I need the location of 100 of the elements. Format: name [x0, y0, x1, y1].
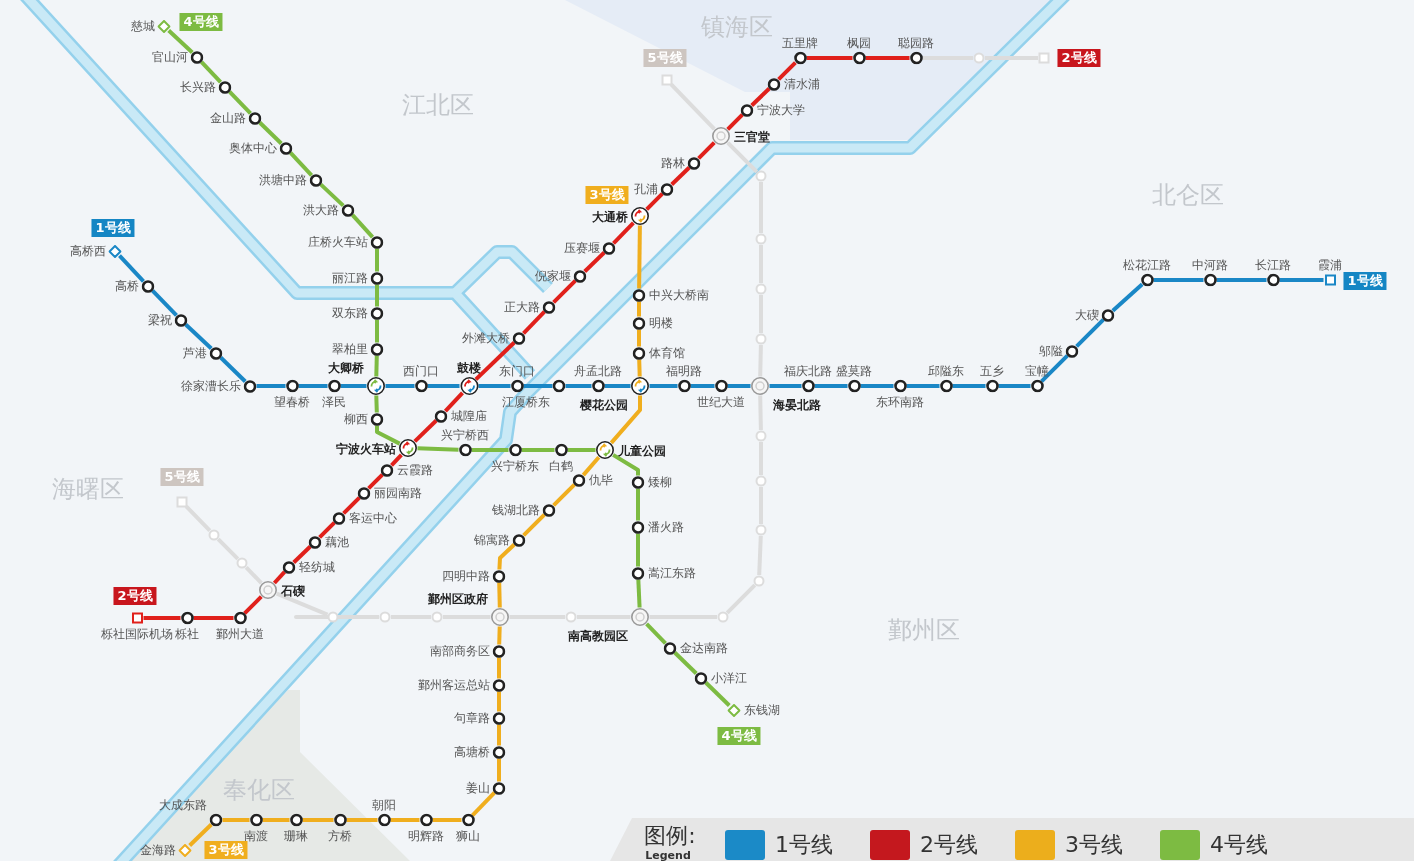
station-icon	[755, 170, 767, 182]
metro-line	[1111, 282, 1144, 313]
station-name: 丽园南路	[373, 486, 422, 500]
station-name: 鄞州区政府	[427, 591, 488, 606]
station-name: 东门口	[499, 363, 535, 378]
metro-line	[151, 289, 178, 317]
metro-line	[497, 543, 516, 570]
station-icon	[431, 611, 443, 623]
station-name: 海晏北路	[772, 397, 821, 412]
station-name: 鄞州大道	[216, 626, 264, 641]
station-name: 南高教园区	[567, 628, 628, 643]
station-name: 福庆北路	[784, 363, 832, 378]
metro-line	[262, 818, 290, 822]
legend-subtitle: Legend	[645, 849, 691, 861]
station-name: 潘火路	[647, 520, 684, 534]
station-icon	[565, 611, 577, 623]
line-badge: 1号线	[91, 219, 135, 237]
station-name: 清水浦	[783, 77, 820, 91]
metro-line	[860, 384, 894, 388]
station-name: 官山河	[151, 50, 188, 64]
station-name: 枫园	[847, 35, 871, 50]
legend-label: 3号线	[1065, 831, 1123, 859]
station-name: 金达南路	[679, 641, 728, 655]
metro-line	[222, 818, 250, 822]
metro-line	[167, 29, 194, 54]
metro-line	[243, 595, 263, 615]
metro-line	[704, 681, 731, 707]
station-name: 芦港	[182, 346, 207, 360]
metro-line	[567, 448, 596, 452]
metro-line	[346, 818, 378, 822]
metro-line	[1075, 318, 1105, 348]
station-name: 外滩大桥	[461, 331, 510, 345]
station-name: 藕池	[324, 535, 349, 549]
metro-line	[390, 453, 403, 467]
station-name: 宁波大学	[756, 103, 805, 117]
station-name: 三官堂	[733, 129, 770, 143]
station-name: 锦寓路	[473, 533, 510, 547]
station-name: 大碶	[1074, 308, 1099, 322]
metro-line	[758, 395, 763, 431]
metro-line	[216, 537, 240, 561]
metro-line	[219, 356, 247, 383]
metro-line	[552, 483, 576, 507]
metro-line	[184, 323, 213, 350]
station-icon	[755, 524, 767, 536]
station-name: 慈城	[130, 19, 155, 33]
station-name: 孔浦	[633, 182, 658, 196]
metro-line	[750, 87, 771, 107]
metro-line	[757, 535, 763, 576]
metro-line	[583, 251, 606, 273]
station-name: 鄞州客运总站	[417, 678, 490, 692]
station-name: 体育馆	[648, 346, 685, 360]
station-name: 狮山	[456, 828, 480, 843]
metro-line	[272, 570, 287, 585]
station-name: 邱隘东	[928, 363, 964, 378]
line-badge: 5号线	[160, 468, 204, 486]
metro-line	[806, 56, 853, 60]
metro-line	[471, 448, 509, 452]
station-icon	[753, 575, 765, 587]
station-name: 南部商务区	[429, 644, 490, 658]
station-name: 舟孟北路	[574, 363, 622, 378]
metro-line	[690, 384, 715, 388]
station-name: 大成东路	[158, 797, 207, 812]
station-name: 小洋江	[710, 671, 747, 685]
station-icon	[661, 74, 673, 86]
station-name: 大卿桥	[327, 360, 364, 375]
metro-line	[367, 473, 384, 490]
station-icon	[717, 611, 729, 623]
station-name: 聪园路	[898, 35, 934, 50]
metro-line	[609, 395, 642, 445]
metro-line	[522, 513, 546, 537]
line-badge: 1号线	[1343, 272, 1387, 290]
station-name: 西门口	[403, 363, 439, 378]
station-icon	[755, 233, 767, 245]
metro-line	[256, 384, 286, 388]
metro-line	[375, 425, 401, 446]
station-name: 东钱湖	[743, 703, 780, 717]
station-name: 石碶	[280, 583, 305, 597]
station-name: 嵩江东路	[647, 566, 696, 580]
metro-line	[258, 121, 283, 145]
station-name: 高桥西	[69, 244, 106, 258]
metro-line	[497, 657, 501, 679]
station-name: 福明路	[666, 363, 702, 378]
line-badge: 3号线	[204, 841, 248, 859]
station-name: 长兴路	[179, 80, 216, 94]
station-name: 长江路	[1255, 257, 1291, 272]
metro-line	[385, 384, 415, 388]
line-badge: 4号线	[717, 727, 761, 745]
metro-line	[318, 521, 336, 539]
metro-line	[523, 384, 553, 388]
legend-label: 1号线	[775, 831, 833, 859]
metro-line	[636, 488, 640, 521]
station-name: 明辉路	[408, 828, 444, 843]
metro-line	[777, 61, 797, 81]
metro-line	[998, 384, 1031, 388]
station-name: 洪塘中路	[258, 173, 307, 187]
line-badge: 2号线	[1057, 49, 1101, 67]
metro-line	[636, 533, 640, 567]
metro-line	[471, 791, 496, 817]
station-icon	[755, 430, 767, 442]
metro-line	[319, 182, 345, 208]
